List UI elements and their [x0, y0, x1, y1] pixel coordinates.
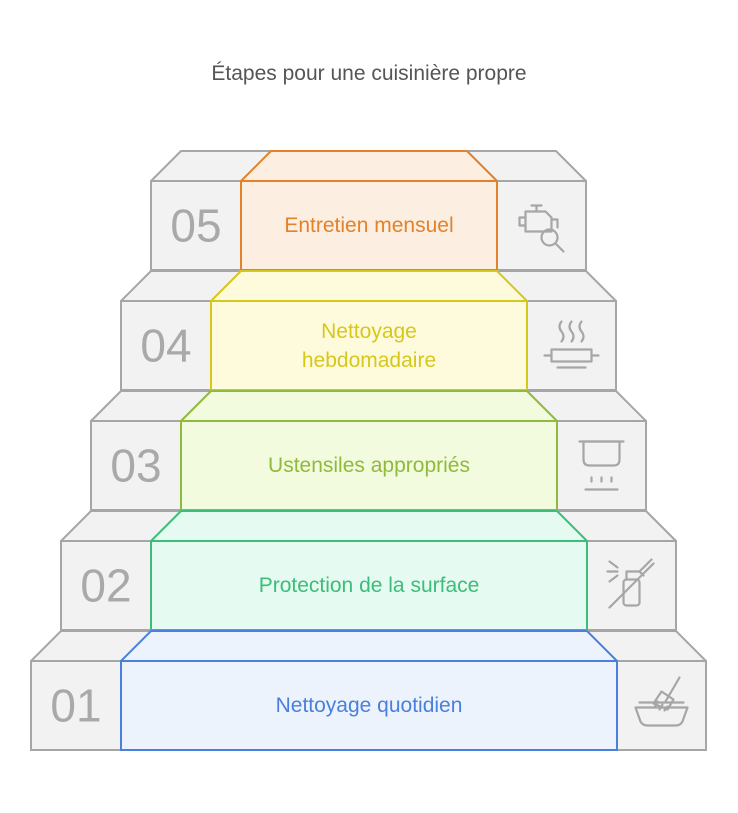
hot-dish-icon	[543, 320, 600, 369]
step-03: 03	[90, 390, 647, 511]
step-front	[210, 300, 528, 391]
step-top-surface	[240, 150, 498, 182]
diagram-title: Étapes pour une cuisinière propre	[211, 62, 527, 85]
step-front	[180, 420, 558, 511]
step-label-text: Entretien mensuel	[284, 214, 454, 237]
step-top-surface	[180, 390, 558, 422]
no-spray-icon	[606, 558, 655, 609]
step-number: 03	[110, 440, 161, 492]
step-number: 05	[170, 200, 221, 252]
engine-inspect-icon	[518, 204, 565, 253]
step-number: 01	[50, 680, 101, 732]
step-number: 04	[140, 320, 191, 372]
step-label: Protection de la surface	[151, 541, 587, 630]
step-top-surface	[210, 270, 528, 302]
step-label-text: Protection de la surface	[258, 574, 480, 597]
step-01: 01	[30, 630, 707, 751]
step-label: Entretien mensuel	[241, 181, 497, 270]
step-label: Ustensiles appropriés	[181, 421, 557, 510]
step-label-text: Ustensiles appropriés	[268, 454, 470, 477]
step-top-surface	[150, 510, 588, 542]
pot-on-stove-icon	[578, 440, 625, 491]
step-top-surface	[120, 630, 618, 662]
step-04: 04	[120, 270, 617, 391]
step-front	[150, 540, 588, 631]
step-front	[120, 660, 618, 751]
step-label: Nettoyage hebdomadaire	[211, 301, 527, 390]
step-label-text: Nettoyage hebdomadaire	[301, 319, 437, 372]
step-02: 02	[60, 510, 677, 631]
step-number: 02	[80, 560, 131, 612]
step-label: Nettoyage quotidien	[121, 661, 617, 750]
step-label-text: Nettoyage quotidien	[275, 694, 463, 717]
brush-bowl-icon	[634, 676, 689, 727]
step-05: 05	[150, 150, 587, 271]
